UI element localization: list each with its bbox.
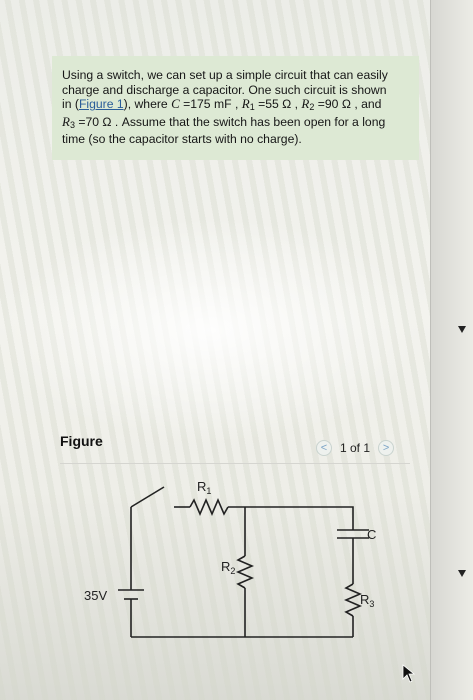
- text: ), where: [123, 97, 172, 112]
- problem-line: in (Figure 1), where C =175 mF , R1 =55 …: [62, 96, 409, 115]
- figure-heading: Figure: [60, 433, 103, 449]
- problem-line: R3 =70 Ω . Assume that the switch has be…: [62, 113, 409, 133]
- pager-count: 1 of 1: [340, 441, 371, 455]
- switch: [130, 486, 165, 508]
- resistor-r1: [189, 497, 229, 517]
- problem-line: time (so the capacitor starts with no ch…: [62, 132, 302, 147]
- r3-value: =70 Ω .: [74, 114, 119, 129]
- next-figure-button[interactable]: >: [378, 440, 395, 456]
- scroll-down-icon[interactable]: [458, 570, 466, 577]
- scroll-down-icon[interactable]: [458, 326, 466, 333]
- r1-label: R1: [197, 479, 211, 496]
- wire: [228, 506, 354, 530]
- r2-label: R2: [221, 559, 235, 576]
- figure-1-link[interactable]: Figure 1: [78, 97, 124, 112]
- resistor-r3: [343, 583, 363, 617]
- text: Assume that the switch has been open for…: [118, 114, 386, 129]
- battery-label: 35V: [84, 588, 107, 603]
- r2-symbol: R: [301, 96, 310, 112]
- right-panel-edge: [430, 0, 473, 700]
- capacitor: [337, 529, 369, 539]
- r3-symbol: R: [62, 113, 70, 129]
- r1-value: =55 Ω ,: [254, 97, 302, 112]
- panel-divider: [430, 0, 431, 700]
- r1-symbol: R: [241, 96, 250, 112]
- problem-line: Using a switch, we can set up a simple c…: [62, 68, 388, 82]
- text: in (: [62, 97, 79, 112]
- capacitor-label: C: [367, 527, 376, 542]
- r2-subscript: 2: [309, 102, 315, 113]
- r2-value: =90 Ω , and: [314, 97, 382, 112]
- r3-label: R3: [360, 592, 374, 609]
- capacitance-value: =175 mF ,: [179, 97, 242, 112]
- prev-figure-button[interactable]: <: [316, 440, 332, 456]
- figure-divider: [60, 463, 410, 464]
- figure-pager: < 1 of 1 >: [316, 438, 395, 458]
- mouse-cursor-icon: [402, 664, 416, 683]
- problem-statement: Using a switch, we can set up a simple c…: [52, 56, 419, 160]
- problem-line: charge and discharge a capacitor. One su…: [62, 82, 387, 97]
- r3-subscript: 3: [69, 119, 75, 130]
- capacitance-symbol: C: [171, 96, 180, 112]
- r1-subscript: 1: [249, 102, 255, 113]
- resistor-r2: [235, 555, 255, 589]
